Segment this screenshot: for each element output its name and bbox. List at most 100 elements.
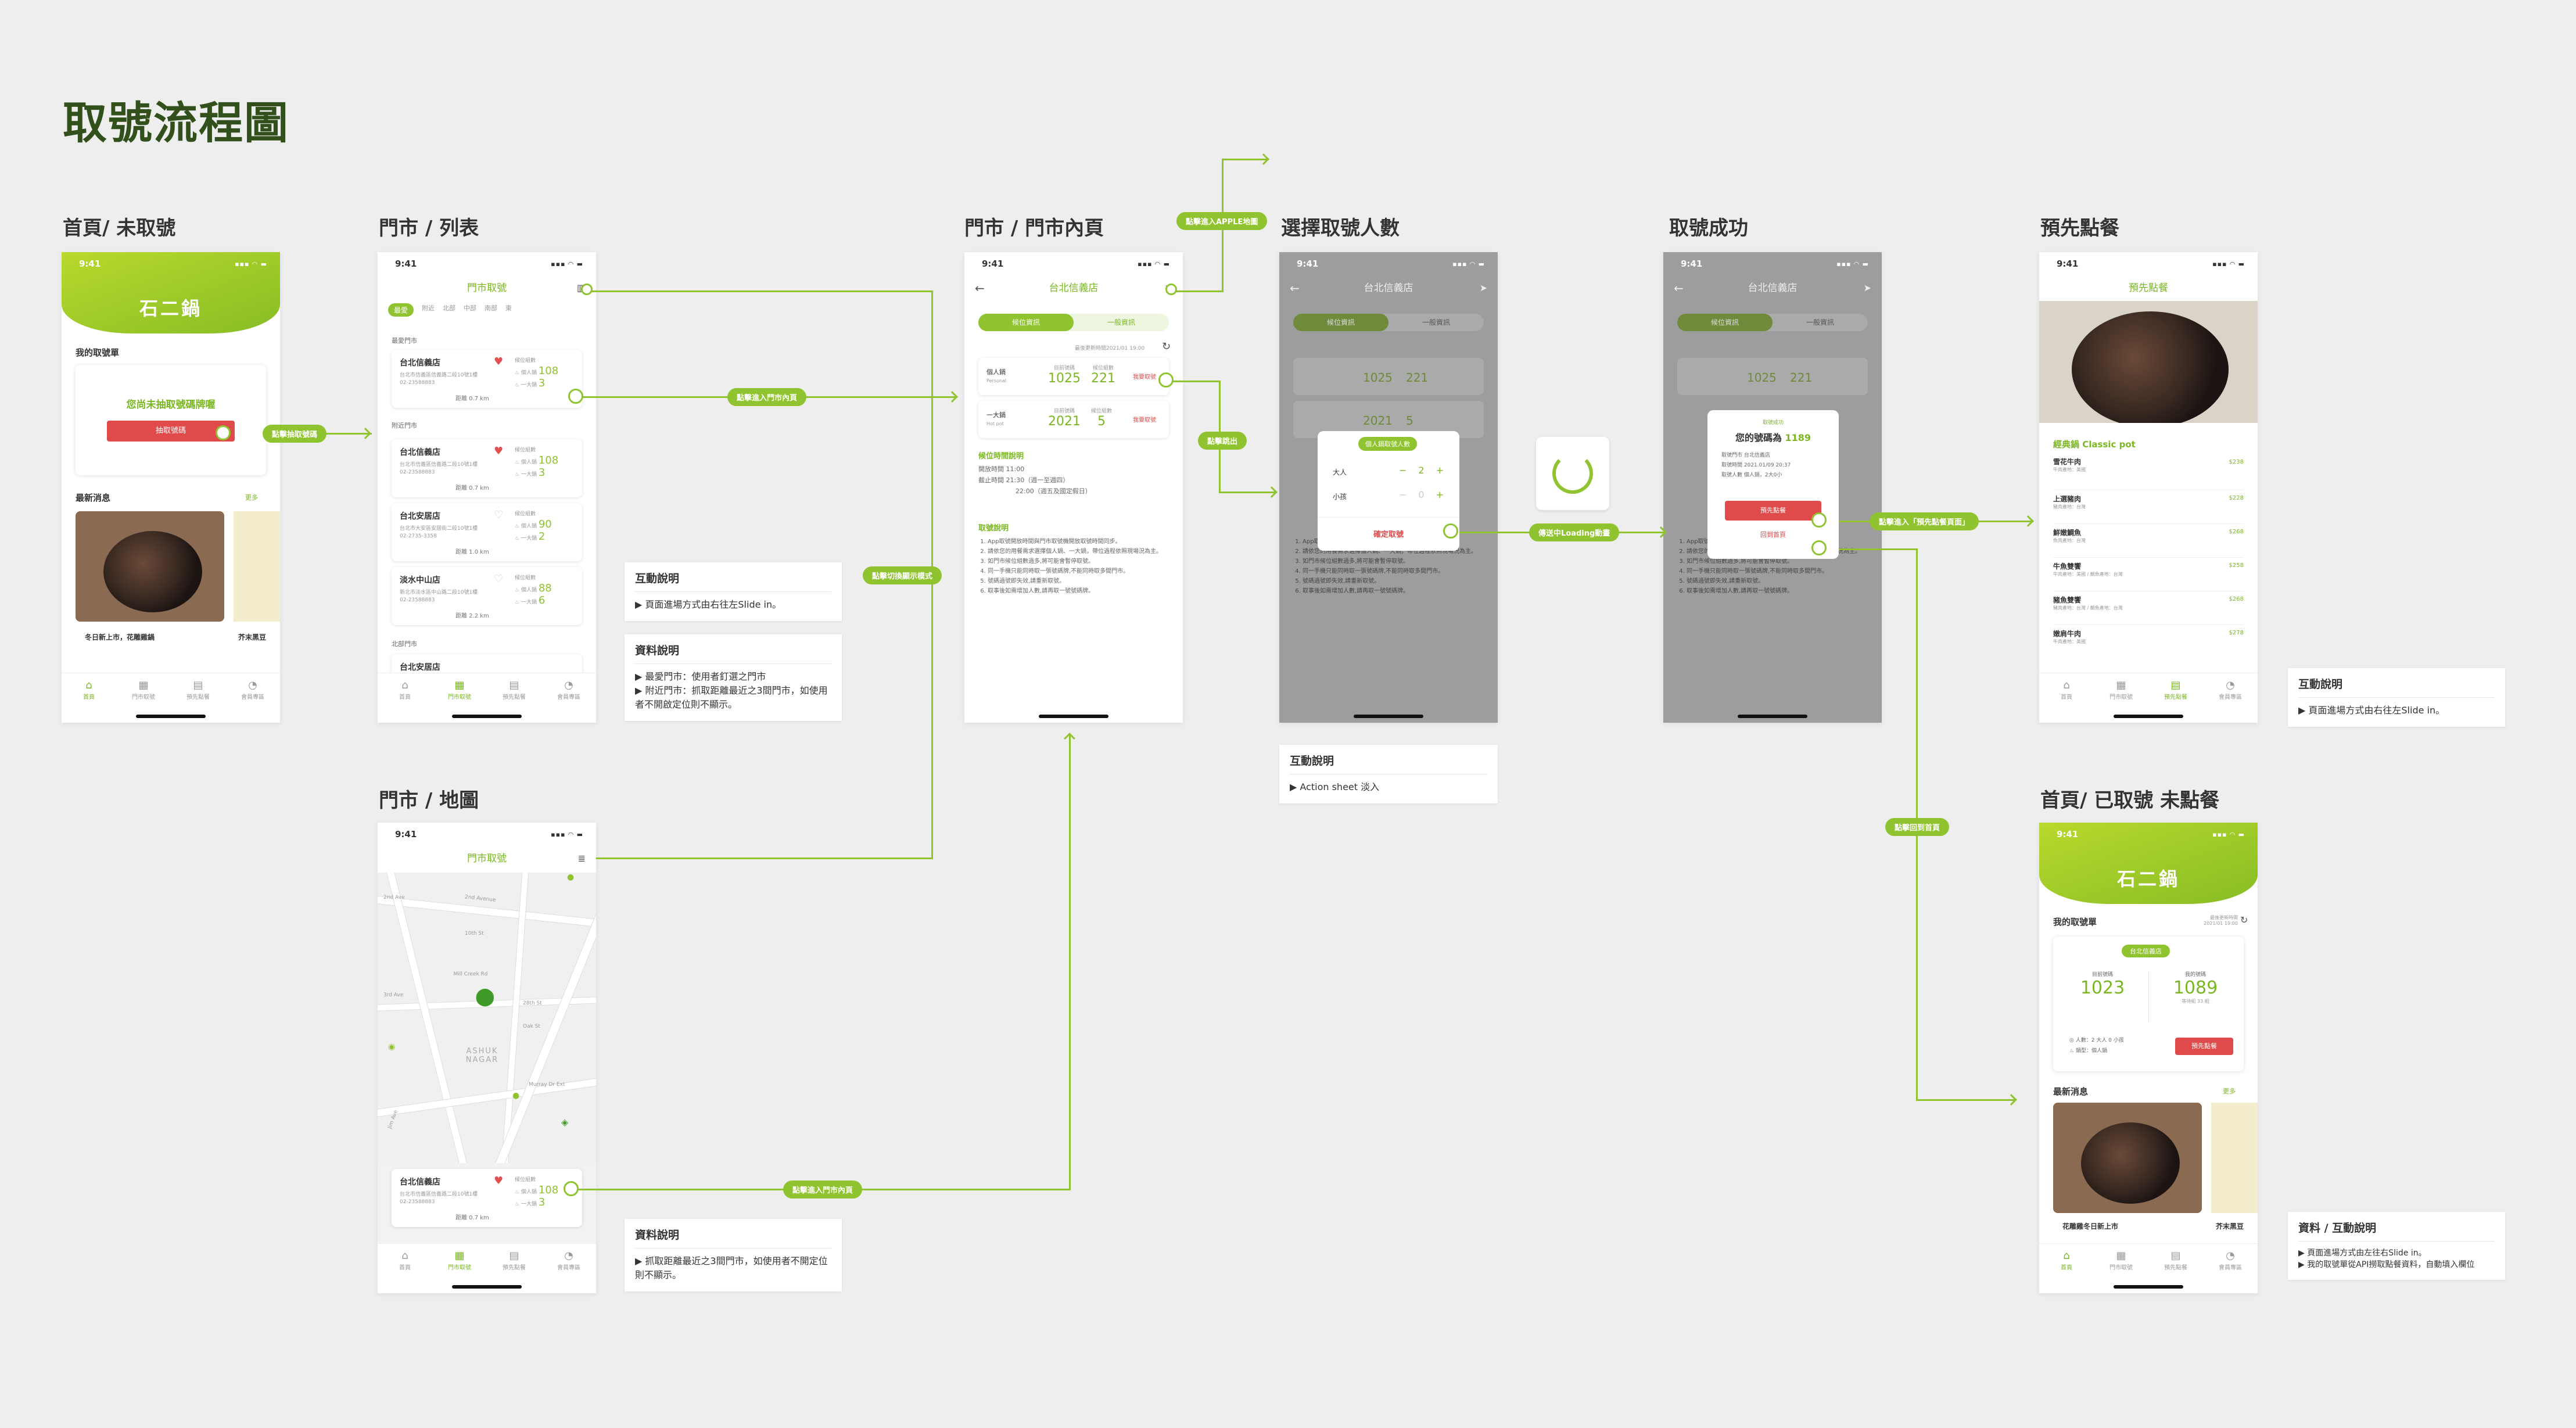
person-icon: ◎: [2069, 1038, 2074, 1043]
menu-item[interactable]: 牛魚雙饗牛肉產地：美國 / 鯛魚產地：台灣$258: [2053, 558, 2244, 591]
tab-member[interactable]: ◔會員專區: [2219, 679, 2242, 701]
heart-icon[interactable]: ♥: [494, 445, 504, 457]
tab-store[interactable]: ▦門市取號: [2109, 1250, 2133, 1271]
hotpot-image: [103, 531, 202, 612]
back-home-button[interactable]: 回到首頁: [1760, 531, 1786, 539]
menu-item[interactable]: 上選豬肉豬肉產地：台灣$228: [2053, 490, 2244, 524]
map-view[interactable]: 2nd Ave 2nd Avenue 10th St Mill Creek Rd…: [378, 873, 596, 1163]
filter-tab[interactable]: 南部: [485, 304, 498, 312]
refresh-icon[interactable]: ↻: [1162, 340, 1171, 353]
tab-bar: ⌂首頁 ▦門市取號 ▤預先點餐 ◔會員專區: [378, 673, 596, 723]
news-caption-2: 芥末黑豆: [2216, 1222, 2244, 1230]
tab-queue-info[interactable]: 候位資訊: [978, 314, 1074, 331]
queue-row: 1025 221: [1293, 358, 1484, 395]
heart-outline-icon[interactable]: ♡: [494, 509, 504, 521]
tab-store[interactable]: ▦門市取號: [132, 679, 155, 701]
news-image[interactable]: [76, 511, 224, 622]
news-image[interactable]: [2053, 1103, 2202, 1213]
section-title-choose-people: 選擇取號人數: [1281, 217, 1400, 240]
filter-tab[interactable]: 東: [505, 304, 512, 312]
tab-general-info[interactable]: 一般資訊: [1107, 318, 1135, 326]
tab-bar: ⌂首頁 ▦門市取號 ▤預先點餐 ◔會員專區: [62, 673, 280, 723]
tab-member[interactable]: ◔會員專區: [2219, 1250, 2242, 1271]
info-tabs: 候位資訊 一般資訊: [1293, 314, 1484, 331]
confirm-button[interactable]: 確定取號: [1318, 517, 1459, 539]
news-more-link[interactable]: 更多: [245, 494, 258, 501]
news-more-link[interactable]: 更多: [2223, 1088, 2236, 1095]
take-number-link[interactable]: 我要取號: [1133, 374, 1156, 381]
child-label: 小孩: [1333, 493, 1347, 501]
tab-preorder[interactable]: ▤預先點餐: [186, 679, 210, 701]
tab-home[interactable]: ⌂首頁: [399, 1250, 411, 1271]
hotspot-dot: [1443, 523, 1458, 539]
back-arrow-icon[interactable]: ←: [975, 281, 985, 295]
heart-outline-icon[interactable]: ♡: [494, 573, 504, 585]
success-headline: 您的號碼為 1189: [1735, 432, 1811, 443]
tab-preorder[interactable]: ▤預先點餐: [503, 679, 526, 701]
filter-tab[interactable]: 附近: [422, 304, 435, 312]
home-indicator: [452, 715, 522, 718]
tab-preorder[interactable]: ▤預先點餐: [2164, 1250, 2187, 1271]
map-pin-icon[interactable]: ◉: [388, 1042, 396, 1052]
adult-label: 大人: [1333, 468, 1347, 476]
note-data-interaction-home: 資料 / 互動說明▶ 頁面進場方式由左往右Slide in。▶ 我的取號單從AP…: [2288, 1212, 2505, 1280]
tab-member[interactable]: ◔會員專區: [557, 679, 580, 701]
locate-icon[interactable]: ◈: [561, 1117, 569, 1128]
menu-item[interactable]: 嫩肩牛肉牛肉產地：美國$278: [2053, 630, 2244, 644]
adult-stepper[interactable]: −2+: [1399, 465, 1444, 476]
hotspot-dot: [1811, 512, 1827, 528]
filter-tab[interactable]: 最愛: [388, 303, 414, 317]
news-image-2[interactable]: [2211, 1103, 2258, 1213]
flow-label-enter-store: 點擊進入門市內頁: [727, 388, 807, 406]
menu-item[interactable]: 雪花牛肉牛肉產地：美國$238: [2053, 457, 2244, 490]
tab-store[interactable]: ▦門市取號: [2109, 679, 2133, 701]
take-number-button[interactable]: 抽取號碼: [107, 421, 235, 442]
tab-member[interactable]: ◔會員專區: [557, 1250, 580, 1271]
section-title-home-taken: 首頁/ 已取號 未點餐: [2040, 789, 2220, 812]
connector-line: [1219, 491, 1277, 493]
tab-home[interactable]: ⌂首頁: [2061, 1250, 2072, 1271]
hotspot-dot: [564, 1181, 579, 1196]
empty-message: 您尚未抽取號碼牌喔: [126, 399, 216, 411]
tab-home[interactable]: ⌂首頁: [399, 679, 411, 701]
preorder-button[interactable]: 預先點餐: [2175, 1038, 2233, 1055]
child-stepper[interactable]: −0+: [1399, 489, 1444, 500]
map-pin-icon[interactable]: ●: [512, 1091, 520, 1100]
tab-preorder[interactable]: ▤預先點餐: [503, 1250, 526, 1271]
tab-home[interactable]: ⌂首頁: [83, 679, 95, 701]
list-toggle-icon[interactable]: ≣: [577, 853, 586, 864]
tab-preorder[interactable]: ▤預先點餐: [2164, 679, 2187, 701]
plus-icon: +: [1436, 465, 1444, 476]
menu-item[interactable]: 鮮嫩鯛魚魚肉產地：台灣$268: [2053, 524, 2244, 558]
take-number-link[interactable]: 我要取號: [1133, 417, 1156, 424]
tab-member[interactable]: ◔會員專區: [241, 679, 264, 701]
filter-tab[interactable]: 北部: [443, 304, 456, 312]
header: 門市取號≣: [378, 848, 596, 869]
news-image-2[interactable]: [234, 511, 280, 622]
tab-home[interactable]: ⌂首頁: [2061, 679, 2072, 701]
updated-time: 最後更新時間2021/01 19:00: [1075, 346, 1145, 351]
success-dialog: 取號成功 您的號碼為 1189 取號門市 台北信義店取號時間 2021.01/0…: [1707, 410, 1839, 559]
home-indicator: [136, 715, 206, 718]
arrow-head: [1064, 733, 1075, 744]
tab-store[interactable]: ▦門市取號: [448, 1250, 471, 1271]
filter-tab[interactable]: 中部: [464, 304, 477, 312]
map-pin-icon[interactable]: ●: [567, 873, 575, 882]
refresh-icon[interactable]: ↻: [2240, 914, 2248, 925]
section-title-preorder: 預先點餐: [2040, 217, 2119, 240]
tab-store[interactable]: ▦門市取號: [448, 679, 471, 701]
preorder-button[interactable]: 預先點餐: [1725, 501, 1821, 521]
header: 門市取號▥: [378, 278, 596, 299]
map-pin-icon[interactable]: ⬤: [475, 986, 495, 1007]
flow-label-apple-map: 點擊進入APPLE地圖: [1176, 212, 1268, 230]
heart-icon[interactable]: ♥: [494, 356, 504, 368]
heart-icon[interactable]: ♥: [494, 1175, 504, 1187]
arrow-head: [360, 428, 371, 439]
menu-item[interactable]: 豬魚雙饗豬肉產地：台灣 / 鯛魚產地：台灣$268: [2053, 591, 2244, 625]
